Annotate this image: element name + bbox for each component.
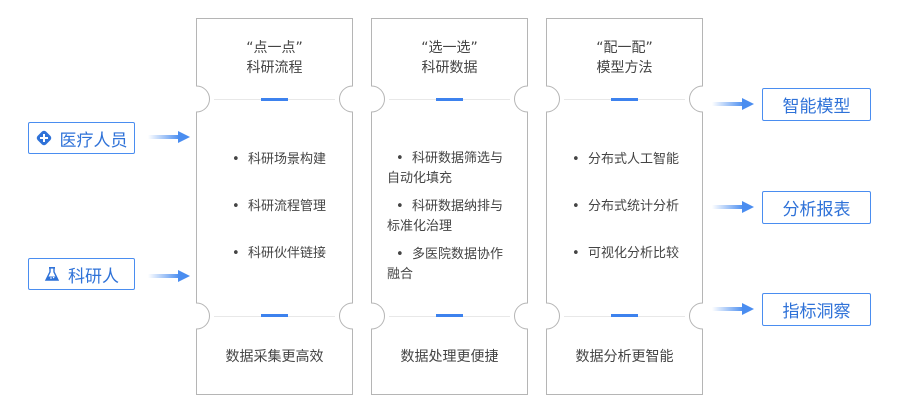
stage-title: “配一配” 模型方法: [546, 38, 703, 78]
accent-bar: [611, 98, 638, 101]
stage-title-quote: “配一配”: [596, 40, 653, 56]
input-medical-staff: 医疗人员: [28, 122, 135, 154]
list-item: • 科研数据纳排与标准化治理: [387, 199, 503, 234]
stage-title-text: 科研流程: [246, 60, 303, 76]
stage-item-list: • 科研场景构建 • 科研流程管理 • 科研伙伴链接: [196, 150, 353, 264]
flask-icon: [44, 267, 60, 281]
list-item: • 分布式人工智能: [572, 152, 679, 167]
output-analysis-report: 分析报表: [762, 191, 871, 224]
stage-footer: 数据分析更智能: [575, 349, 674, 365]
ticket-frame: [546, 18, 703, 395]
stage-title: “选一选” 科研数据: [371, 38, 528, 78]
accent-bar: [261, 314, 288, 317]
output-indicator-insight: 指标洞察: [762, 293, 871, 326]
input-researcher: 科研人: [28, 258, 135, 290]
stage-title-text: 科研数据: [421, 60, 478, 76]
input-label: 科研人: [68, 266, 119, 287]
list-item: • 科研场景构建: [232, 152, 326, 167]
stage-footer: 数据采集更高效: [225, 349, 324, 365]
output-label: 智能模型: [782, 97, 851, 117]
stage-card-research-process: “点一点” 科研流程 • 科研场景构建 • 科研流程管理 • 科研伙伴链接 数据…: [196, 18, 353, 395]
medical-cross-icon: [36, 130, 51, 146]
stage-title: “点一点” 科研流程: [196, 38, 353, 78]
arrow-right-icon: [712, 98, 754, 110]
arrow-right-icon: [712, 201, 754, 213]
accent-bar: [611, 314, 638, 317]
list-item: • 科研流程管理: [232, 199, 326, 214]
accent-bar: [436, 98, 463, 101]
stage-item-list: • 分布式人工智能 • 分布式统计分析 • 可视化分析比较: [546, 150, 703, 264]
list-item: • 科研数据筛选与自动化填充: [387, 151, 503, 186]
stage-title-quote: “选一选”: [421, 40, 478, 56]
arrow-right-icon: [148, 270, 190, 282]
output-label: 分析报表: [782, 200, 851, 220]
input-label: 医疗人员: [59, 130, 128, 151]
output-smart-model: 智能模型: [762, 88, 871, 121]
accent-bar: [436, 314, 463, 317]
stage-title-quote: “点一点”: [246, 40, 303, 56]
stage-card-research-data: “选一选” 科研数据 • 科研数据筛选与自动化填充 • 科研数据纳排与标准化治理…: [371, 18, 528, 395]
list-item: • 分布式统计分析: [572, 199, 679, 214]
arrow-right-icon: [712, 303, 754, 315]
stage-card-model-methods: “配一配” 模型方法 • 分布式人工智能 • 分布式统计分析 • 可视化分析比较…: [546, 18, 703, 395]
ticket-frame: [196, 18, 353, 395]
ticket-frame: [371, 18, 528, 395]
accent-bar: [261, 98, 288, 101]
stage-item-list: • 科研数据筛选与自动化填充 • 科研数据纳排与标准化治理 • 多医院数据协作融…: [371, 149, 528, 285]
list-item: • 可视化分析比较: [572, 246, 679, 261]
list-item: • 多医院数据协作融合: [387, 247, 503, 282]
list-item: • 科研伙伴链接: [232, 246, 326, 261]
stage-footer: 数据处理更便捷: [400, 349, 499, 365]
stage-title-text: 模型方法: [596, 60, 653, 76]
arrow-right-icon: [148, 131, 190, 143]
output-label: 指标洞察: [782, 302, 851, 322]
